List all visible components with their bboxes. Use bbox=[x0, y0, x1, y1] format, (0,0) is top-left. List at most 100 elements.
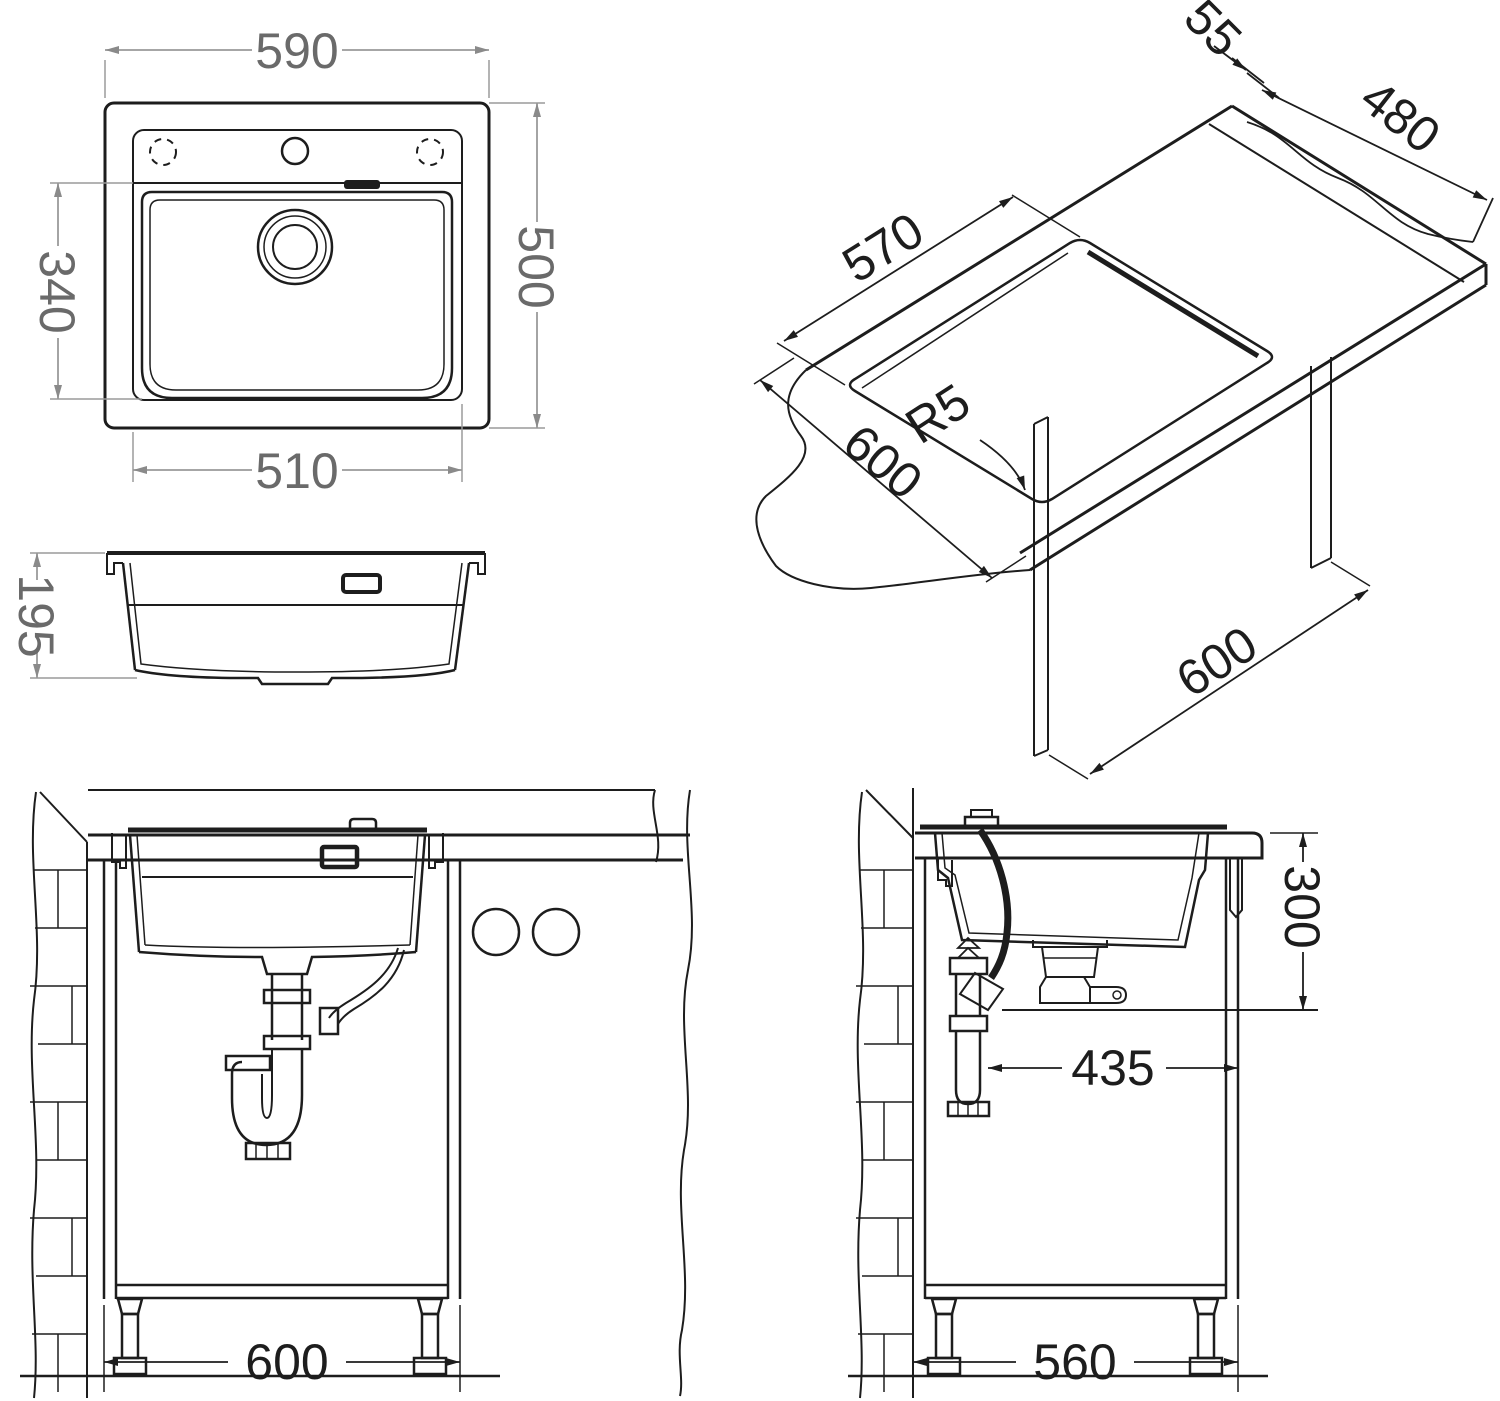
hose-nut bbox=[318, 1006, 340, 1036]
bowl-wall-right-inner bbox=[409, 834, 419, 946]
ext-480-tick bbox=[1472, 197, 1494, 243]
dimline-480 bbox=[1261, 89, 1488, 201]
ext-570-b bbox=[776, 342, 846, 386]
dim-510: 510 bbox=[255, 443, 338, 499]
standpipe-nut-b bbox=[948, 1014, 989, 1033]
dim-590: 590 bbox=[255, 23, 338, 79]
dimline-600l bbox=[759, 379, 993, 579]
mount-clip-front bbox=[1229, 858, 1243, 919]
mount-clip-back bbox=[937, 858, 953, 887]
tick-55-b bbox=[1246, 72, 1280, 99]
optional-hole-left bbox=[149, 138, 177, 166]
bowl-section-outer bbox=[933, 832, 1210, 949]
foot-right-flange bbox=[416, 1297, 444, 1316]
drain-assembly-front bbox=[224, 947, 405, 1161]
dim-340: 340 bbox=[29, 250, 85, 333]
cutout-outline bbox=[848, 238, 1274, 504]
overflow-hose-side bbox=[977, 827, 1012, 980]
wall-inner bbox=[129, 562, 463, 673]
wall-left-outer bbox=[121, 562, 137, 671]
overflow-slot bbox=[344, 180, 380, 189]
foot-front-base bbox=[1188, 1356, 1224, 1376]
bowl-wall-left bbox=[128, 834, 141, 953]
trap-nut-bottom bbox=[244, 1141, 292, 1161]
foot-front-stem bbox=[1196, 1312, 1216, 1360]
wall-wave-left-side bbox=[856, 791, 865, 1399]
cabinet-front bbox=[20, 860, 500, 1378]
leader-r5 bbox=[979, 439, 1026, 491]
strainer-assembly bbox=[1032, 940, 1128, 1004]
pipe-hole-right bbox=[531, 907, 581, 957]
dimline-600r bbox=[1089, 589, 1369, 775]
front-installation-view: 600 bbox=[20, 789, 693, 1399]
barb-1 bbox=[955, 946, 982, 959]
dim-r5: R5 bbox=[896, 373, 980, 455]
panel-right-bottom bbox=[1310, 557, 1332, 569]
counter-break-wave bbox=[652, 789, 660, 863]
bottom-outer bbox=[134, 668, 456, 686]
dim-560: 560 bbox=[1033, 1334, 1116, 1390]
brick-courses-front bbox=[30, 869, 87, 1392]
tailpiece-nut-upper bbox=[262, 988, 312, 1005]
dim-600-front: 600 bbox=[245, 1334, 328, 1390]
drain-inner bbox=[272, 224, 318, 270]
foot-back-base bbox=[926, 1356, 962, 1376]
dim-435: 435 bbox=[1071, 1040, 1154, 1096]
wall-top-diagonal bbox=[39, 791, 88, 843]
tick-55-a bbox=[1231, 57, 1265, 84]
ext-600l-b bbox=[985, 555, 1027, 583]
dim-500: 500 bbox=[508, 225, 564, 308]
dimline-570 bbox=[783, 196, 1014, 342]
panel-left-top bbox=[1033, 416, 1049, 425]
foot-left-flange bbox=[116, 1297, 144, 1316]
counter-edge-inner bbox=[1208, 123, 1465, 283]
slab-bottom-edge bbox=[1029, 283, 1487, 572]
drain-mid bbox=[263, 215, 327, 279]
counter-back-edge bbox=[1231, 104, 1487, 266]
bowl-wall-left-inner bbox=[136, 834, 146, 946]
strainer-flange bbox=[1032, 940, 1108, 948]
rim-end-left bbox=[106, 553, 123, 575]
standpipe-assembly bbox=[946, 936, 991, 1118]
isometric-view: 55 480 570 600 R5 600 bbox=[753, 0, 1494, 780]
bowl-bottom-inner bbox=[144, 944, 411, 949]
foot-back-flange bbox=[930, 1297, 958, 1316]
foot-right-base bbox=[412, 1356, 448, 1376]
strainer-cup bbox=[1041, 946, 1099, 978]
tailpiece-nut-lower bbox=[262, 1034, 312, 1051]
hose-elbow bbox=[958, 971, 1005, 1012]
ext-570-a bbox=[1011, 194, 1081, 238]
strainer-outlet bbox=[1039, 976, 1091, 1004]
wall-top-diagonal-side bbox=[865, 789, 914, 839]
counter-front-edge bbox=[1019, 262, 1487, 555]
brick-wall-front bbox=[30, 791, 88, 1399]
wall-right-outer bbox=[453, 562, 471, 671]
trap-nut-top bbox=[224, 1054, 272, 1072]
dim-300: 300 bbox=[1274, 865, 1330, 948]
dim-55: 55 bbox=[1174, 0, 1253, 67]
foot-left-base bbox=[112, 1356, 148, 1376]
foot-front-flange bbox=[1192, 1297, 1220, 1316]
overflow-head-cap bbox=[970, 809, 993, 818]
ext-600r-b bbox=[1330, 561, 1371, 587]
outlet-stub-cap bbox=[1112, 990, 1122, 1000]
bowl-bottom bbox=[138, 950, 417, 976]
foot-back-stem bbox=[934, 1312, 954, 1360]
counter-section-side bbox=[915, 831, 1264, 860]
dim-570: 570 bbox=[833, 202, 933, 294]
brick-courses-side bbox=[856, 869, 913, 1392]
faucet-plug bbox=[348, 817, 378, 831]
basin-outer bbox=[140, 190, 454, 400]
faucet-hole bbox=[280, 136, 310, 166]
drain-outer bbox=[256, 208, 334, 286]
overflow-window-front bbox=[319, 844, 360, 870]
trap-outer bbox=[230, 1049, 304, 1147]
profile-view: 195 bbox=[8, 551, 486, 686]
bowl-wall-right bbox=[414, 834, 427, 953]
dim-600-cabinet: 600 bbox=[1167, 616, 1267, 708]
foot-right-stem bbox=[420, 1312, 440, 1360]
basin-inner bbox=[149, 199, 445, 391]
overflow-hose-b bbox=[337, 949, 405, 1025]
